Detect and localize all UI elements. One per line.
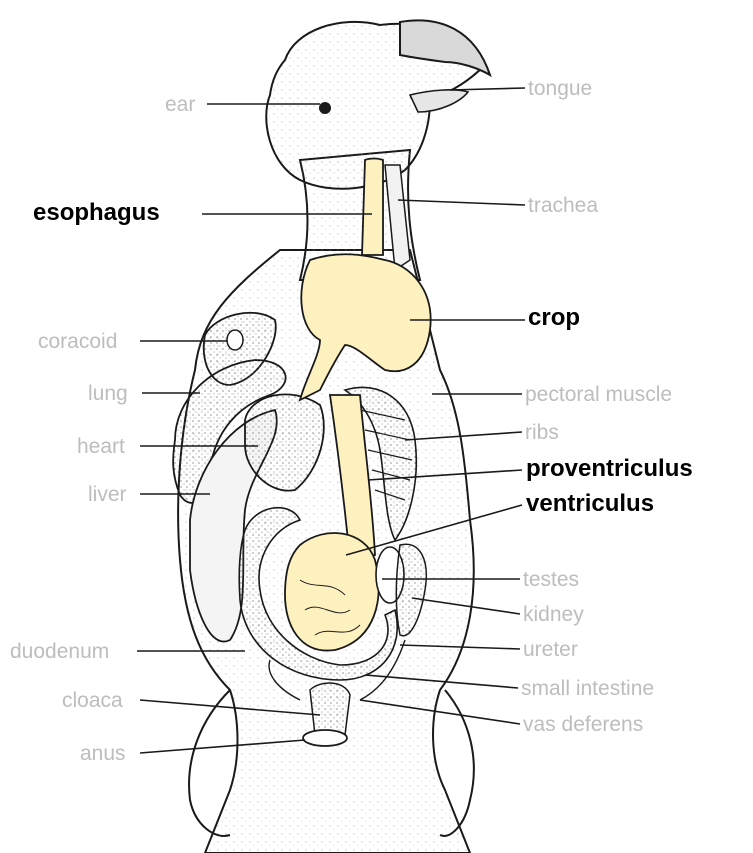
leader-trachea — [398, 200, 525, 205]
label-liver: liver — [88, 484, 127, 505]
label-ventriculus: ventriculus — [526, 492, 654, 516]
leader-tongue — [450, 88, 525, 90]
eye-dot — [319, 102, 331, 114]
esophagus-shape — [362, 159, 383, 256]
label-pectoral-muscle: pectoral muscle — [525, 384, 672, 405]
label-crop: crop — [528, 306, 580, 330]
coracoid-hole — [227, 330, 243, 350]
label-vas-deferens: vas deferens — [523, 714, 643, 735]
label-anus: anus — [80, 743, 126, 764]
label-esophagus: esophagus — [33, 201, 160, 225]
label-kidney: kidney — [523, 604, 584, 625]
label-ureter: ureter — [523, 639, 578, 660]
label-ribs: ribs — [525, 422, 559, 443]
label-proventriculus: proventriculus — [526, 457, 693, 481]
cloaca-shape — [310, 683, 350, 735]
label-ear: ear — [165, 94, 195, 115]
anus-shape — [303, 730, 347, 746]
label-tongue: tongue — [528, 78, 592, 99]
label-testes: testes — [523, 569, 579, 590]
label-heart: heart — [77, 436, 125, 457]
lower-beak-outline — [410, 90, 468, 112]
label-lung: lung — [88, 383, 128, 404]
label-small-intestine: small intestine — [521, 678, 654, 699]
ventriculus-shape — [285, 533, 379, 651]
label-coracoid: coracoid — [38, 331, 117, 352]
label-trachea: trachea — [528, 195, 598, 216]
label-cloaca: cloaca — [62, 690, 123, 711]
label-duodenum: duodenum — [10, 641, 109, 662]
